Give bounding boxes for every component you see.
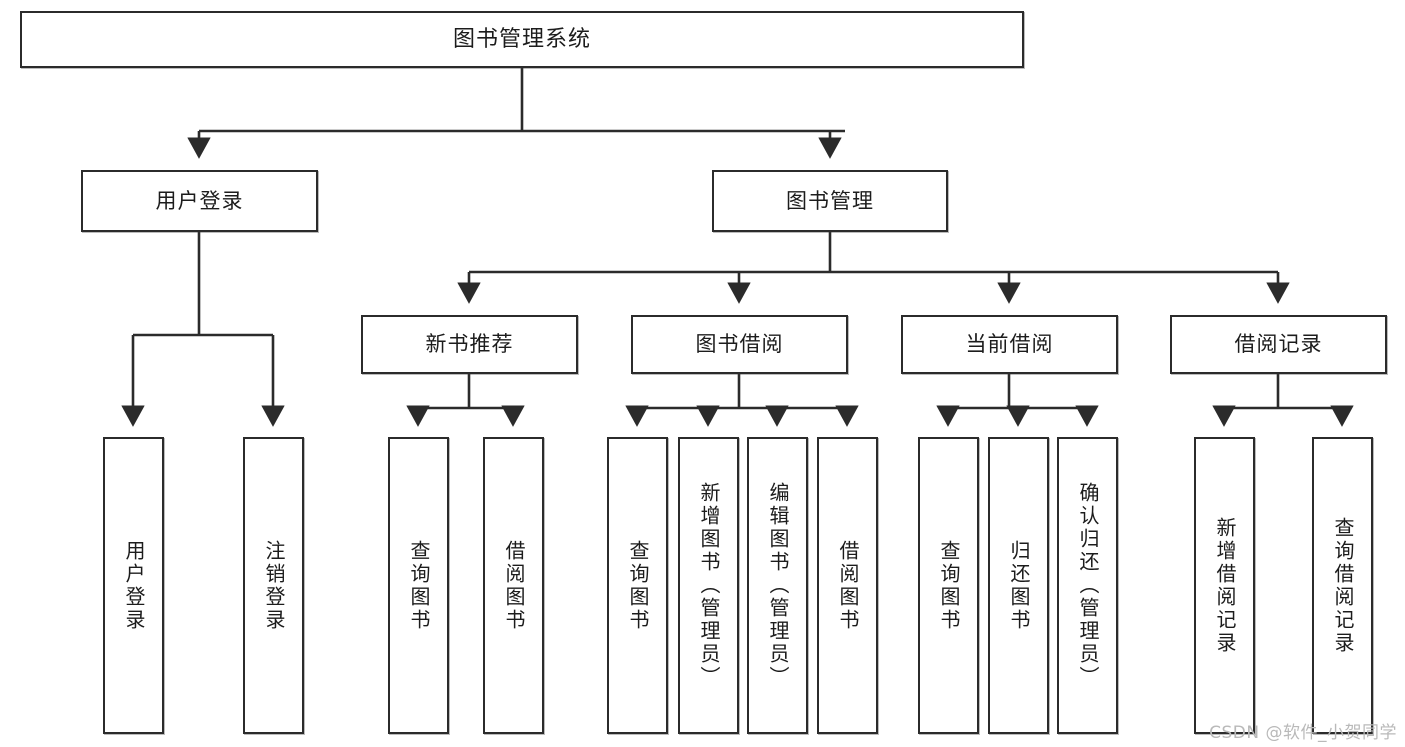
node-leaf-return-book[interactable]: 归还图书 — [988, 437, 1049, 734]
node-leaf-query-book-1[interactable]: 查询图书 — [388, 437, 449, 734]
node-leaf-confirm-return[interactable]: 确认归还（管理员） — [1057, 437, 1118, 734]
edge-root-to-level2 — [187, 68, 845, 159]
node-leaf-query-book-3[interactable]: 查询图书 — [918, 437, 979, 734]
node-leaf-add-book-label: 新增图书（管理员） — [697, 482, 721, 689]
node-leaf-query-book-2-label: 查询图书 — [626, 539, 650, 632]
node-leaf-logout[interactable]: 注销登录 — [243, 437, 304, 734]
node-leaf-user-login[interactable]: 用户登录 — [103, 437, 164, 734]
edge-borrowrecord-to-leaves — [1212, 374, 1354, 427]
node-leaf-borrow-book-2-label: 借阅图书 — [836, 539, 860, 632]
node-current-borrow[interactable]: 当前借阅 — [901, 315, 1118, 374]
node-book-borrow[interactable]: 图书借阅 — [631, 315, 848, 374]
node-leaf-query-record[interactable]: 查询借阅记录 — [1312, 437, 1373, 734]
node-user-login[interactable]: 用户登录 — [81, 170, 318, 232]
node-leaf-borrow-book-1[interactable]: 借阅图书 — [483, 437, 544, 734]
node-new-book-recommend-label: 新书推荐 — [425, 332, 514, 357]
node-leaf-add-record[interactable]: 新增借阅记录 — [1194, 437, 1255, 734]
edge-newbook-to-leaves — [406, 374, 525, 427]
node-leaf-logout-label: 注销登录 — [262, 539, 286, 632]
node-leaf-query-book-3-label: 查询图书 — [937, 539, 961, 632]
node-leaf-add-record-label: 新增借阅记录 — [1213, 516, 1237, 655]
node-leaf-return-book-label: 归还图书 — [1007, 539, 1031, 632]
csdn-watermark: CSDN @软件_小贺同学 — [1209, 723, 1397, 743]
node-leaf-query-book-1-label: 查询图书 — [407, 539, 431, 632]
edge-currentborrow-to-leaves — [936, 374, 1099, 427]
node-leaf-borrow-book-2[interactable]: 借阅图书 — [817, 437, 878, 734]
node-user-login-label: 用户登录 — [155, 188, 244, 213]
node-leaf-confirm-return-label: 确认归还（管理员） — [1076, 482, 1100, 689]
node-root[interactable]: 图书管理系统 — [20, 11, 1024, 68]
node-leaf-edit-book-label: 编辑图书（管理员） — [766, 482, 790, 689]
node-leaf-borrow-book-1-label: 借阅图书 — [502, 539, 526, 632]
node-borrow-record[interactable]: 借阅记录 — [1170, 315, 1387, 374]
node-leaf-query-record-label: 查询借阅记录 — [1331, 516, 1355, 655]
node-current-borrow-label: 当前借阅 — [965, 332, 1054, 357]
node-leaf-edit-book[interactable]: 编辑图书（管理员） — [747, 437, 808, 734]
node-book-manage[interactable]: 图书管理 — [712, 170, 948, 232]
edge-bookmanage-to-level3 — [457, 232, 1290, 304]
node-leaf-add-book[interactable]: 新增图书（管理员） — [678, 437, 739, 734]
edge-bookborrow-to-leaves — [625, 374, 859, 427]
node-root-label: 图书管理系统 — [452, 26, 591, 52]
node-book-manage-label: 图书管理 — [786, 188, 874, 213]
node-borrow-record-label: 借阅记录 — [1234, 332, 1323, 357]
node-book-borrow-label: 图书借阅 — [695, 332, 784, 357]
node-new-book-recommend[interactable]: 新书推荐 — [361, 315, 578, 374]
node-leaf-query-book-2[interactable]: 查询图书 — [607, 437, 668, 734]
edge-userlogin-to-leaves — [121, 232, 285, 427]
node-leaf-user-login-label: 用户登录 — [122, 539, 146, 632]
